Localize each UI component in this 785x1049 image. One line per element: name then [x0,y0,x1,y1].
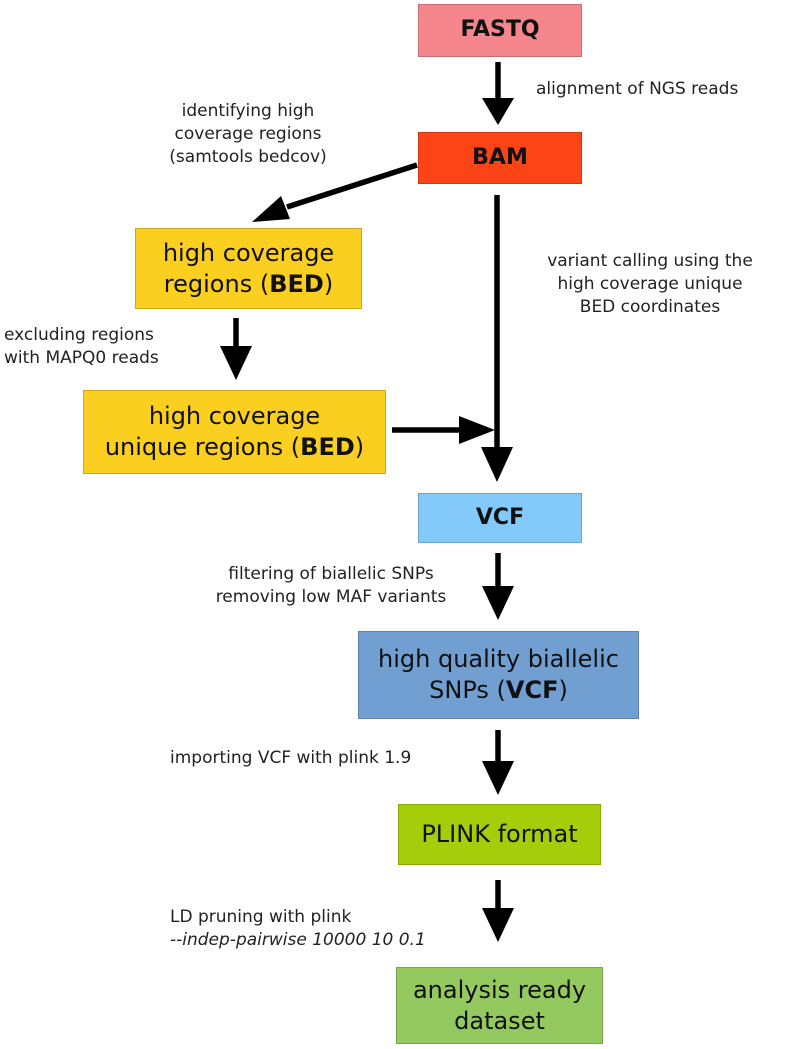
label-identifying-line1: identifying high [181,101,315,121]
arrowhead-unique [220,346,252,380]
label-ld-pruning-line1: LD pruning with plink [170,907,352,927]
arrowhead-vcf [481,447,513,482]
node-hq-biallelic-snps: high quality biallelic SNPs (VCF) [358,631,639,719]
node-unique-pre: unique regions ( [104,433,301,461]
label-filtering-line1: filtering of biallelic SNPs [228,564,434,584]
arrowhead-hq-snps [482,586,514,620]
node-hq-snps-post: ) [558,676,568,704]
arrow-bam-to-high-coverage [286,162,418,210]
label-excluding-line1: excluding regions [4,325,154,345]
node-fastq-label: FASTQ [460,17,540,43]
node-analysis-line1: analysis ready [412,975,587,1004]
node-vcf: VCF [418,493,582,543]
arrowhead-high-coverage [252,196,290,222]
label-filtering: filtering of biallelic SNPs removing low… [175,563,487,609]
arrowhead-plink [482,761,514,795]
node-vcf-label: VCF [475,504,525,530]
node-high-coverage-unique-regions: high coverage unique regions (BED) [83,390,386,474]
label-variant-calling-line2: high coverage unique [557,274,743,294]
node-fastq: FASTQ [418,4,582,57]
node-analysis-ready-dataset: analysis ready dataset [396,967,603,1044]
node-plink-label: PLINK format [421,820,578,849]
label-variant-calling: variant calling using the high coverage … [522,250,778,319]
node-plink-format: PLINK format [398,804,601,865]
node-bam: BAM [418,132,582,184]
label-identifying-line2: coverage regions [174,124,322,144]
arrowhead-bam [482,98,514,125]
label-ld-pruning: LD pruning with plink --indep-pairwise 1… [170,906,426,952]
label-importing: importing VCF with plink 1.9 [170,747,411,770]
node-unique-post: ) [354,433,365,461]
node-unique-line1: high coverage [148,402,321,431]
arrowhead-analysis [482,908,514,942]
label-variant-calling-line3: BED coordinates [579,297,721,317]
node-unique-bold: BED [300,433,355,461]
node-high-coverage-regions: high coverage regions (BED) [135,228,362,309]
arrowhead-unique-to-vcf [459,416,495,444]
label-alignment: alignment of NGS reads [536,78,738,101]
label-alignment-text: alignment of NGS reads [536,79,739,99]
node-hq-snps-bold: VCF [505,676,559,704]
label-excluding: excluding regions with MAPQ0 reads [4,324,159,370]
node-hq-snps-pre: SNPs ( [429,676,506,704]
label-importing-text: importing VCF with plink 1.9 [170,748,412,768]
label-identifying: identifying high coverage regions (samto… [118,100,378,169]
label-excluding-line2: with MAPQ0 reads [4,348,159,368]
node-bam-label: BAM [472,144,528,170]
node-high-coverage-pre: regions ( [163,269,270,298]
node-analysis-line2: dataset [454,1006,545,1035]
node-high-coverage-post: ) [323,269,334,298]
label-ld-pruning-line2: --indep-pairwise 10000 10 0.1 [170,930,426,950]
node-high-coverage-bold: BED [269,269,324,298]
label-identifying-line3: (samtools bedcov) [169,147,327,167]
node-hq-snps-line1: high quality biallelic [378,645,619,674]
label-filtering-line2: removing low MAF variants [215,587,447,607]
node-high-coverage-line1: high coverage [162,238,335,267]
label-variant-calling-line1: variant calling using the [547,251,753,271]
